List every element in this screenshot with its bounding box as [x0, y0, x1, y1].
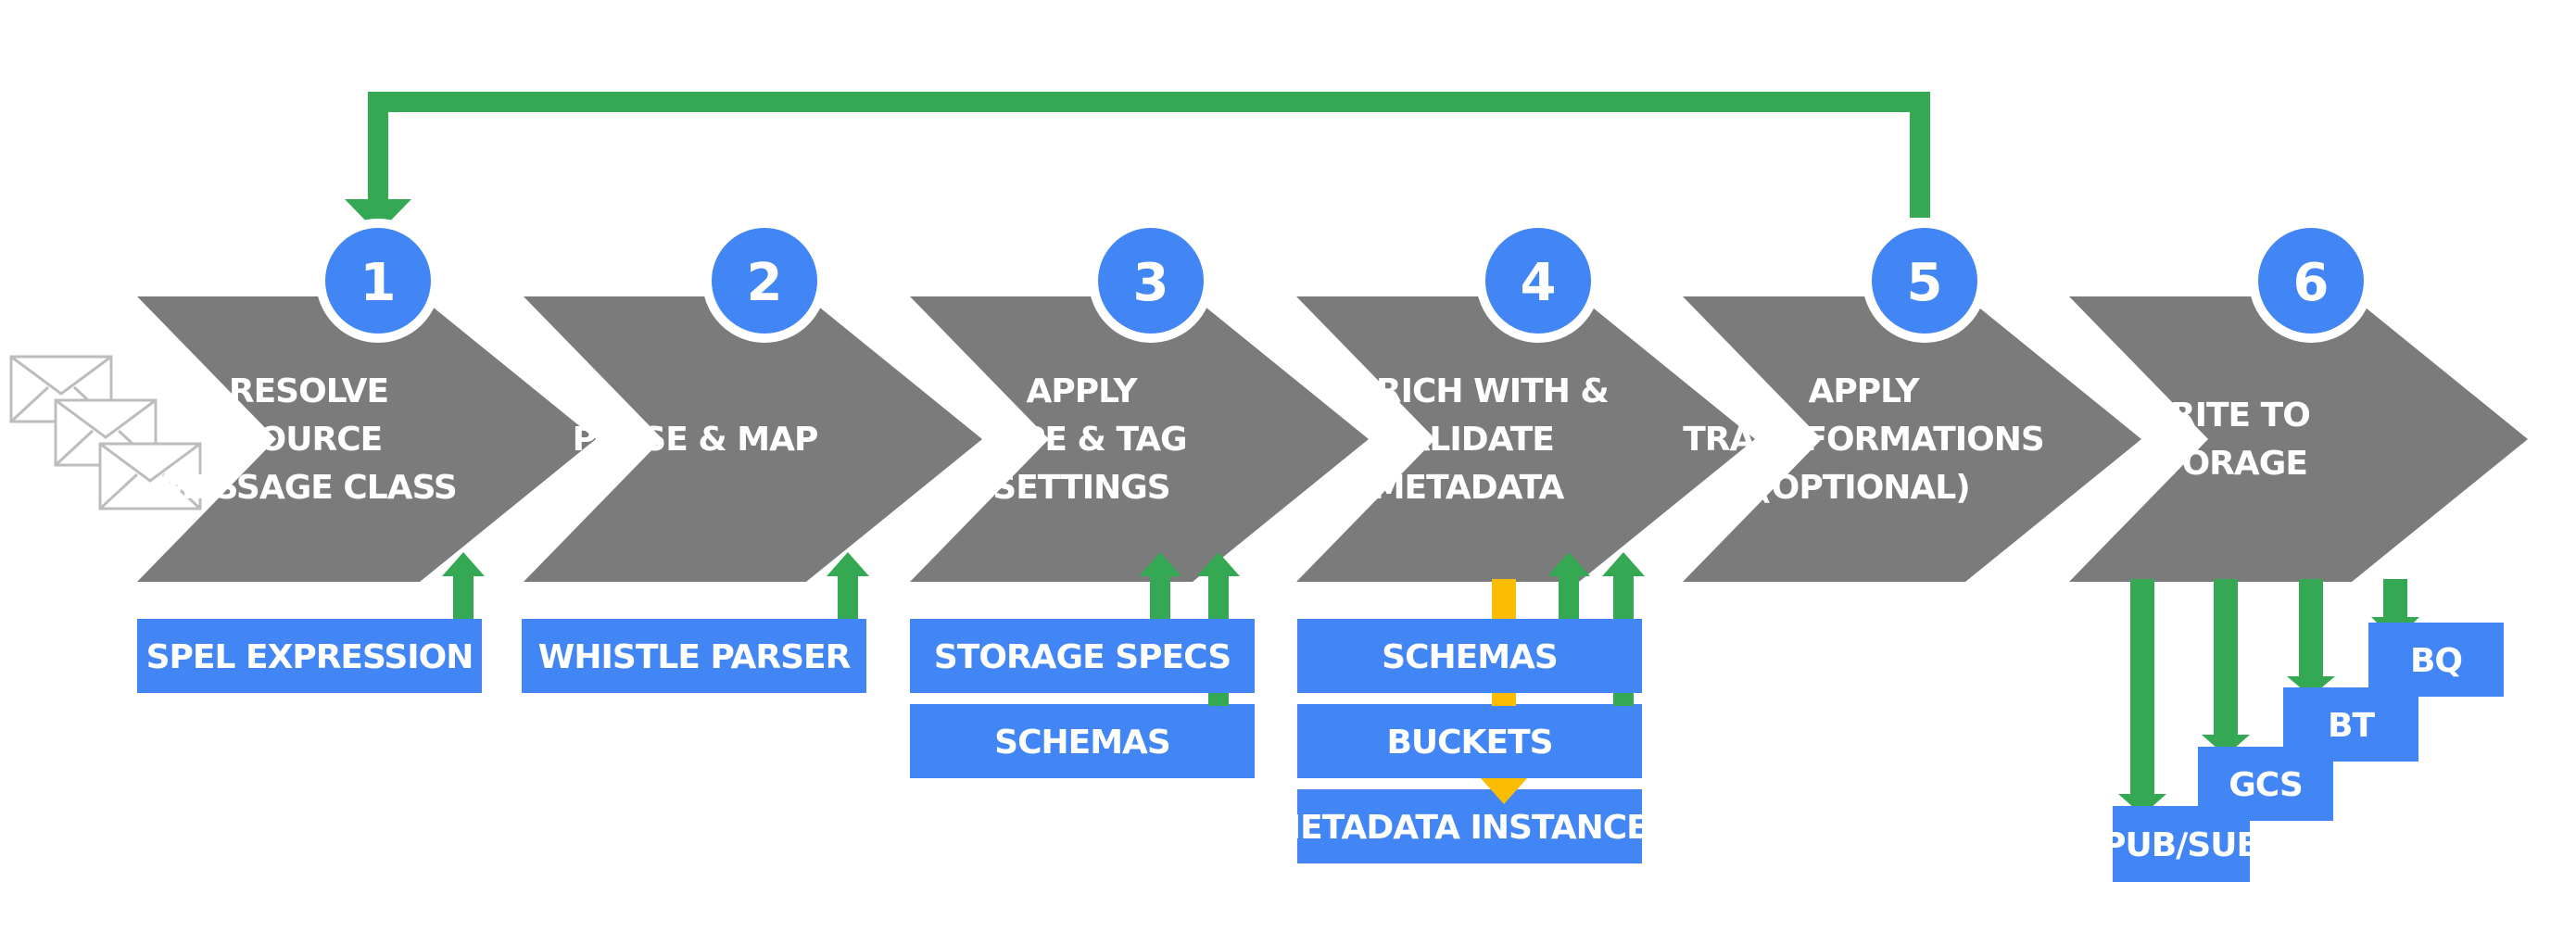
step-label-line: SETTINGS	[992, 469, 1169, 507]
step-label-line: SOURCE	[235, 421, 383, 459]
step-label-line: PARSE & MAP	[573, 421, 818, 459]
step-number-circle	[2249, 219, 2373, 343]
step-number-circle	[316, 219, 440, 343]
schemas-metadata-box	[1297, 619, 1642, 693]
step-label-line: STORAGE	[2137, 445, 2307, 483]
step-number-circle	[1089, 219, 1213, 343]
step-number: 2	[747, 253, 783, 313]
whistle-parser-box	[522, 619, 866, 693]
envelope-icon	[9, 355, 202, 510]
step-number: 4	[1521, 253, 1557, 313]
metadata-instances-label: METADATA INSTANCES	[1268, 809, 1671, 847]
pubsub-label: PUB/SUB	[2102, 826, 2261, 864]
step-chevron-6	[2069, 296, 2528, 582]
buckets-label: BUCKETS	[1386, 724, 1552, 762]
step-number: 3	[1133, 253, 1169, 313]
bt-label: BT	[2328, 707, 2375, 745]
step-label-line: APPLY	[1808, 372, 1920, 410]
step-chevron-5	[1683, 296, 2141, 582]
spel-expression-label: SPEL EXPRESSION	[146, 638, 474, 676]
step-number: 5	[1907, 253, 1943, 313]
buckets-box	[1297, 704, 1642, 778]
whistle-parser-label: WHISTLE PARSER	[538, 638, 851, 676]
step-number-circle	[1863, 219, 1987, 343]
input-arrow-overlay	[1208, 693, 1634, 706]
step-number-circle	[702, 219, 827, 343]
output-arrow	[2118, 579, 2166, 815]
bq-box	[2368, 623, 2504, 697]
schemas-label: SCHEMAS	[994, 724, 1170, 762]
output-arrow	[2202, 579, 2250, 756]
step-label-line: VALIDATE	[1382, 421, 1554, 459]
step-label-line: WRITE TO	[2134, 397, 2310, 435]
input-arrow	[1139, 552, 1181, 632]
input-arrow	[827, 552, 869, 632]
metadata-instances-box	[1297, 789, 1642, 863]
step-label-line: TRANSFORMATIONS	[1683, 421, 2044, 459]
input-arrow	[1547, 552, 1590, 632]
metadata-arrow-overlay	[1481, 693, 1527, 804]
input-arrow	[442, 552, 485, 632]
step-label-line: RESOLVE	[229, 372, 388, 410]
step-number: 1	[360, 253, 397, 313]
schemas-metadata-label: SCHEMAS	[1382, 638, 1558, 676]
step-chevron-3	[910, 296, 1369, 582]
step-label-line: TYPE & TAG	[976, 421, 1186, 459]
step-label-line: ENRICH WITH &	[1327, 372, 1609, 410]
loop-back-arrow	[345, 92, 1930, 233]
storage-specs-box	[910, 619, 1255, 693]
step-chevron-4	[1296, 296, 1755, 582]
step-chevron-1	[137, 296, 596, 582]
storage-specs-label: STORAGE SPECS	[934, 638, 1231, 676]
bq-label: BQ	[2410, 642, 2462, 680]
spel-expression-box	[137, 619, 482, 693]
step-number-circle	[1476, 219, 1600, 343]
gcs-label: GCS	[2229, 766, 2303, 804]
output-arrow	[2287, 579, 2335, 697]
step-label-line: METADATA	[1372, 469, 1565, 507]
step-label-line: MESSAGE CLASS	[160, 469, 457, 507]
step-number: 6	[2293, 253, 2330, 313]
step-label-line: (OPTIONAL)	[1757, 469, 1969, 507]
bt-box	[2283, 687, 2418, 762]
step-label-line: APPLY	[1026, 372, 1138, 410]
schemas-box	[910, 704, 1255, 778]
step-chevron-2	[524, 296, 982, 582]
